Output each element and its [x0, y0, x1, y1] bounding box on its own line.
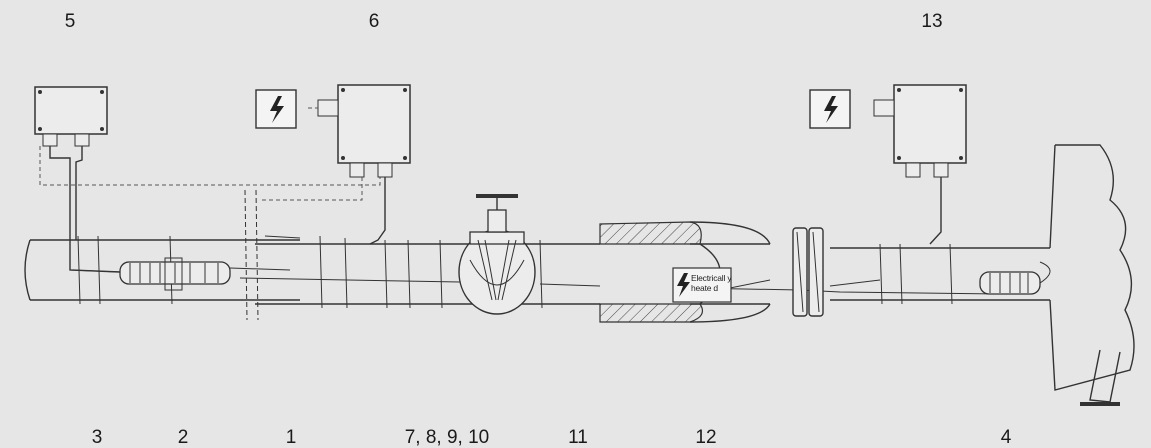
callout-4: 4	[1000, 427, 1012, 448]
end-seal-2	[119, 257, 231, 291]
callout-1: 1	[285, 427, 297, 448]
valve	[458, 194, 536, 315]
callout-6: 6	[368, 11, 380, 32]
main-pipe	[24, 189, 1050, 321]
warning-label-line1: Electricall y	[691, 273, 732, 283]
lightning-sign-right	[809, 89, 851, 129]
warning-label-text: Electricall y heate d	[691, 273, 732, 294]
lightning-icon	[270, 96, 284, 123]
vessel	[1049, 144, 1135, 406]
callout-2: 2	[177, 427, 189, 448]
callout-3: 3	[91, 427, 103, 448]
end-seal-4	[979, 261, 1051, 295]
warning-label-line2: heate d	[691, 282, 718, 293]
callout-5: 5	[64, 11, 76, 32]
callout-12: 12	[695, 427, 717, 448]
insulated-section	[599, 221, 771, 323]
callout-13: 13	[921, 11, 943, 32]
junction-box-13	[873, 84, 967, 245]
lightning-icon	[824, 96, 838, 123]
callout-11: 11	[568, 427, 588, 448]
flange	[792, 227, 824, 317]
callout-7-8-9-10: 7, 8, 9, 10	[404, 427, 490, 448]
lightning-icon	[677, 273, 690, 297]
junction-box-6	[262, 84, 411, 245]
lightning-sign-left	[255, 89, 297, 129]
warning-label-12	[672, 267, 732, 303]
